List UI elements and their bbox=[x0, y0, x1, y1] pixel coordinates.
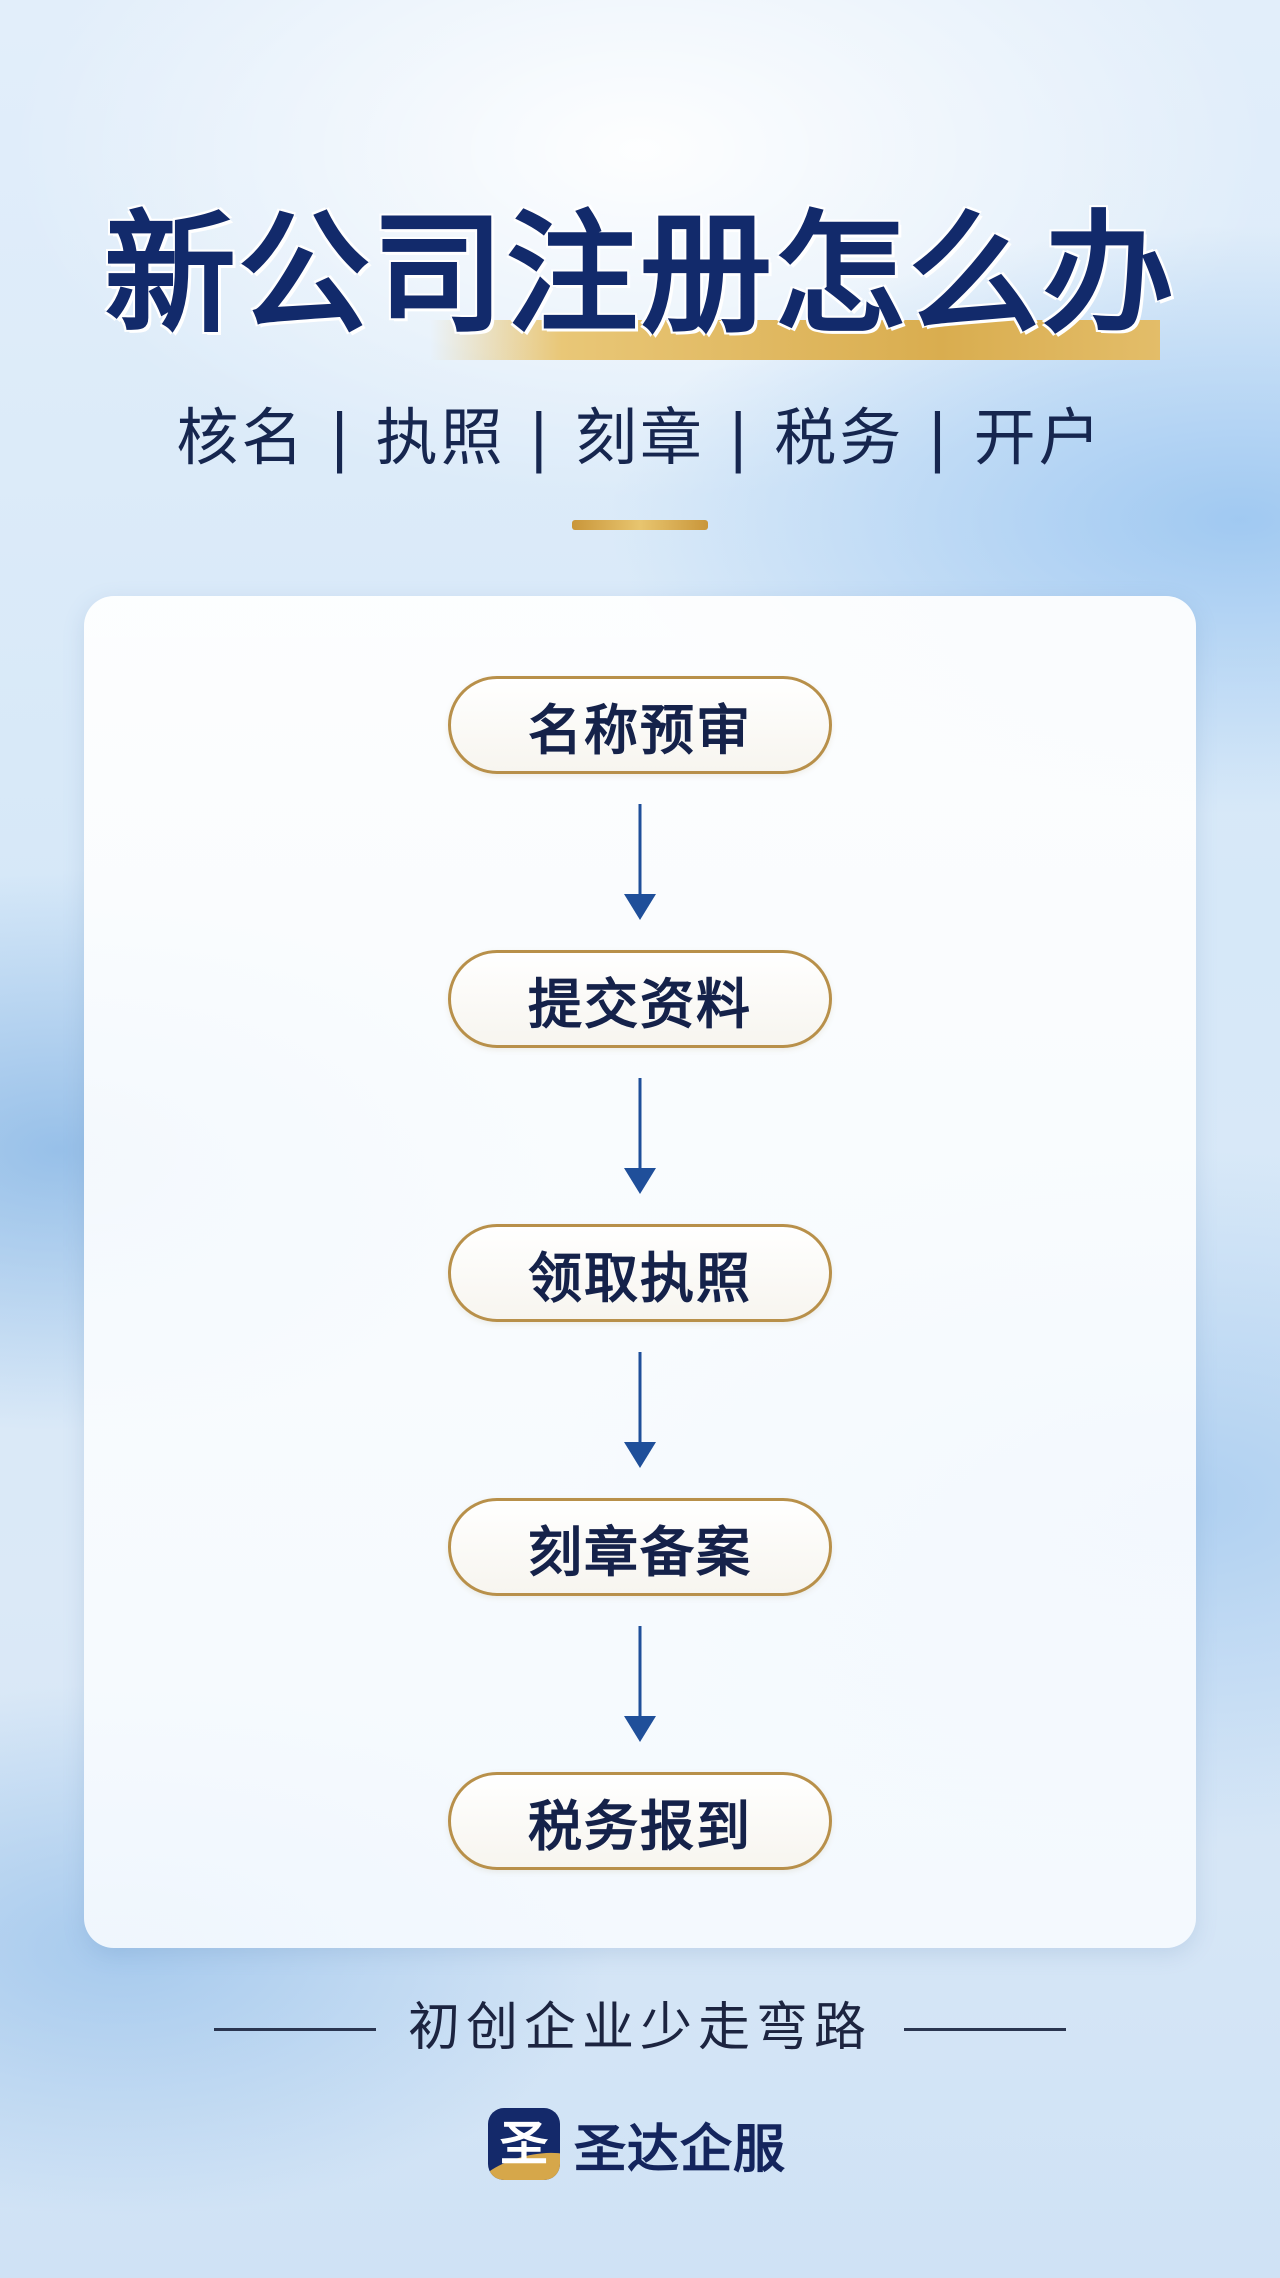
arrow-down-icon bbox=[624, 804, 656, 920]
title-block: 新公司注册怎么办 bbox=[0, 200, 1280, 370]
page-title: 新公司注册怎么办 bbox=[104, 198, 1176, 352]
arrow-down-icon bbox=[624, 1352, 656, 1468]
flow-step-label: 提交资料 bbox=[528, 972, 752, 1036]
flow-step-4: 刻章备案 bbox=[448, 1498, 832, 1596]
flow-step-5: 税务报到 bbox=[448, 1772, 832, 1870]
brand-logo-icon: 圣 bbox=[488, 2108, 560, 2180]
page-subtitle: 核名 | 执照 | 刻章 | 税务 | 开户 bbox=[176, 401, 1104, 474]
flow-step-label: 刻章备案 bbox=[528, 1520, 752, 1584]
flow-step-1: 名称预审 bbox=[448, 676, 832, 774]
gold-divider bbox=[572, 520, 708, 530]
flow-step-label: 领取执照 bbox=[528, 1246, 752, 1310]
flow-step-2: 提交资料 bbox=[448, 950, 832, 1048]
footer-divider-left bbox=[214, 2028, 376, 2031]
footer-slogan: 初创企业少走弯路 bbox=[407, 1998, 872, 2058]
flow-step-label: 名称预审 bbox=[528, 698, 752, 762]
brand: 圣 圣达企服 bbox=[488, 2106, 786, 2182]
arrow-down-icon bbox=[624, 1078, 656, 1194]
brand-logo-char: 圣 bbox=[499, 2116, 548, 2172]
footer-divider-right bbox=[904, 2028, 1066, 2031]
flow-step-label: 税务报到 bbox=[528, 1794, 752, 1858]
title-gold-underline bbox=[430, 320, 1160, 360]
brand-name: 圣达企服 bbox=[574, 2119, 787, 2180]
flow-step-3: 领取执照 bbox=[448, 1224, 832, 1322]
arrow-down-icon bbox=[624, 1626, 656, 1742]
